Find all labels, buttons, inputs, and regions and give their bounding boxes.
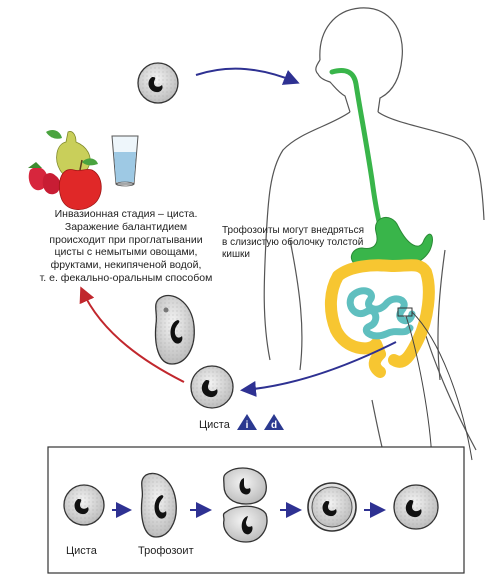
invasion-line: Трофозоиты могут внедряться [222,225,365,236]
infection-line: Инвазионная стадия – циста. [54,208,198,220]
panel-caption-cyst: Циста [66,545,98,557]
infection-line: происходит при проглатывании [49,233,203,246]
cyst-label: Циста [199,419,231,431]
arrow-red-to-food [79,286,185,383]
panel-cyst-1 [63,484,105,526]
badge-infective-stage: i [237,414,257,431]
panel-cyst-2 [393,484,439,530]
trophozoite-middle [154,294,195,365]
cyst-bottom [190,365,234,409]
badge-i-letter: i [246,420,249,431]
esophagus [329,68,387,243]
panel-encysting [307,482,357,532]
water-glass-icon [111,135,139,187]
invasion-description: Трофозоиты могут внедряться в слизистую … [222,225,387,261]
infection-line: цисты с немытыми овощами, [54,246,198,259]
badge-diagnostic-stage: d [264,414,284,431]
badge-d-letter: d [271,420,277,431]
cyst-top [137,62,179,104]
panel-caption-trophozoite: Трофозоит [138,545,194,557]
infection-description: Инвазионная стадия – циста. Заражение ба… [26,208,226,285]
stomach [350,217,433,272]
infection-line: фруктами, некипяченой водой, [50,259,202,272]
invasion-line: в слизистую оболочку толстой [222,237,364,248]
arrow-excretion [240,341,397,397]
contaminated-food-icon [28,130,102,210]
digestive-tract [325,68,473,461]
panel-dividing-trophozoite [222,467,268,543]
panel-trophozoite [140,472,177,538]
large-intestine [325,259,435,378]
infection-line: т. е. фекально-оральным способом [39,271,213,284]
invasion-line: кишки [222,249,250,260]
small-intestine [346,287,416,340]
human-body-outline [263,7,485,456]
arrow-to-mouth [195,67,300,85]
infection-line: Заражение балантидием [64,220,188,233]
zoom-leader-lines [405,311,473,461]
